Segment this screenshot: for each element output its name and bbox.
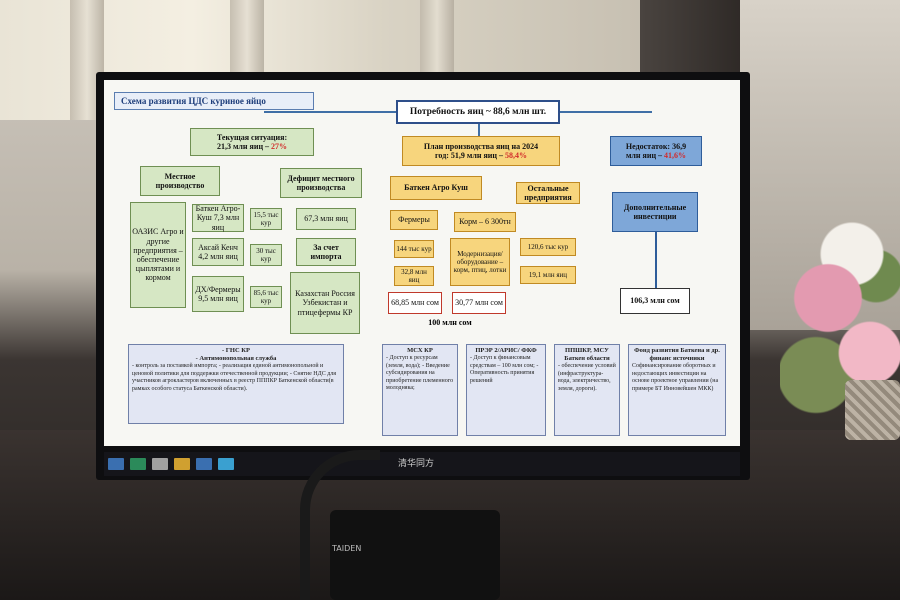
deficit-box: Недостаток: 36,9 млн яиц – 41,6% bbox=[610, 136, 702, 166]
basket bbox=[845, 380, 900, 440]
producer-val: 15,5 тыс кур bbox=[250, 208, 282, 230]
eggs-box: 32,8 млн яиц bbox=[394, 266, 434, 286]
cost1-box: 68,85 млн сом bbox=[388, 292, 442, 314]
plan-box: План производства яиц на 2024 год: 51,9 … bbox=[402, 136, 560, 166]
note-body: - обеспечение условий (инфраструктура- в… bbox=[558, 363, 616, 392]
slide-title: Схема развития ЦДС куриное яйцо bbox=[114, 92, 314, 110]
connector bbox=[560, 111, 652, 113]
modernization-box: Модернизация/ оборудование – корм, птиц,… bbox=[450, 238, 510, 286]
plan-label: План производства яиц на 2024 bbox=[423, 141, 539, 151]
microphone-brand: TAIDEN bbox=[332, 544, 362, 553]
app-icon[interactable] bbox=[130, 458, 146, 470]
note-body: - Доступ к финансовым средствам – 100 мл… bbox=[470, 355, 539, 384]
producer-val: 85,6 тыс кур bbox=[250, 286, 282, 308]
note-body: - Доступ к ресурсам (земля, вода); - Вве… bbox=[386, 355, 454, 392]
import-countries-box: Казахстан Россия Узбекистан и птицефермы… bbox=[290, 272, 360, 334]
connector bbox=[478, 124, 480, 136]
demand-box: Потребность яиц ~ 88,6 млн шт. bbox=[396, 100, 560, 124]
monitor-screen: Схема развития ЦДС куриное яйцо Потребно… bbox=[104, 80, 740, 446]
investment-value-box: 106,3 млн сом bbox=[620, 288, 690, 314]
import-box: За счет импорта bbox=[296, 238, 356, 266]
producer-aksay: Аксай Кенч 4,2 млн яиц bbox=[192, 238, 244, 266]
app-icon[interactable] bbox=[152, 458, 168, 470]
note-body: Софинансирование оборотных и недостающих… bbox=[632, 363, 719, 392]
cost2-box: 30,77 млн сом bbox=[452, 292, 506, 314]
note-title: ППШКР, МСУ Баткен области bbox=[564, 347, 610, 363]
app-icon[interactable] bbox=[196, 458, 212, 470]
note-body: - контроль за поставкой импорта; - реали… bbox=[132, 363, 337, 392]
hens-box: 144 тыс кур bbox=[394, 240, 434, 258]
monitor-brand: 清华同方 bbox=[398, 459, 435, 469]
note-gns: - ГНС КР - Антимонопольная служба - конт… bbox=[128, 344, 344, 424]
deficit-value: млн яиц – bbox=[625, 151, 665, 160]
connector bbox=[264, 111, 396, 113]
current-label: Текущая ситуация: bbox=[216, 132, 288, 142]
hens2-box: 120,6 тыс кур bbox=[520, 238, 576, 256]
note-fund: Фонд развития Баткена и др. финанс источ… bbox=[628, 344, 726, 436]
feed-box: Корм – 6 300тн bbox=[454, 212, 516, 232]
current-value: 21,3 млн яиц – bbox=[216, 142, 272, 151]
note-title: Фонд развития Баткена и др. финанс источ… bbox=[634, 347, 720, 363]
eggs2-box: 19,1 млн яиц bbox=[520, 266, 576, 284]
microphone-arm bbox=[300, 450, 380, 600]
farmers-box: Фермеры bbox=[390, 210, 438, 230]
microphone-base bbox=[330, 510, 500, 600]
current-situation-box: Текущая ситуация: 21,3 млн яиц – 27% bbox=[190, 128, 314, 156]
note-msh: МСХ КР - Доступ к ресурсам (земля, вода)… bbox=[382, 344, 458, 436]
producer-val: 30 тыс кур bbox=[250, 244, 282, 266]
producer-batken: Баткен Агро-Куш 7,3 млн яиц bbox=[192, 204, 244, 232]
app-icon[interactable] bbox=[218, 458, 234, 470]
note-prer: ПРЭР 2/АРИС/ ФКФ - Доступ к финансовым с… bbox=[466, 344, 546, 436]
other-enterprises-box: Остальные предприятия bbox=[516, 182, 580, 204]
app-icon[interactable] bbox=[174, 458, 190, 470]
total-label: 100 млн сом bbox=[428, 318, 472, 327]
deficit-label: Недостаток: 36,9 bbox=[625, 141, 687, 151]
plan-pct: 58,4% bbox=[505, 151, 527, 160]
app-icon[interactable] bbox=[108, 458, 124, 470]
current-pct: 27% bbox=[271, 142, 288, 151]
deficit-pct: 41,6% bbox=[664, 151, 687, 160]
note-title: - ГНС КР bbox=[222, 347, 250, 354]
note-title: ПРЭР 2/АРИС/ ФКФ bbox=[475, 347, 537, 354]
plan-value: год: 51,9 млн яиц – bbox=[434, 151, 505, 160]
producer-oasis: ОАЗИС Агро и другие предприятия – обеспе… bbox=[130, 202, 186, 308]
local-deficit-box: Дефицит местного производства bbox=[280, 168, 362, 198]
note-pppkr: ППШКР, МСУ Баткен области - обеспечение … bbox=[554, 344, 620, 436]
connector bbox=[655, 232, 657, 288]
note-subtitle: - Антимонопольная служба bbox=[195, 355, 277, 363]
batken-agro-box: Баткен Агро Куш bbox=[390, 176, 482, 200]
additional-investment-box: Дополнительные инвестиции bbox=[612, 192, 698, 232]
producer-farmers: ДХ/Фермеры 9,5 млн яиц bbox=[192, 276, 244, 312]
local-production-box: Местное производство bbox=[140, 166, 220, 196]
note-title: МСХ КР bbox=[407, 347, 433, 354]
deficit-eggs-box: 67,3 млн яиц bbox=[296, 208, 356, 230]
